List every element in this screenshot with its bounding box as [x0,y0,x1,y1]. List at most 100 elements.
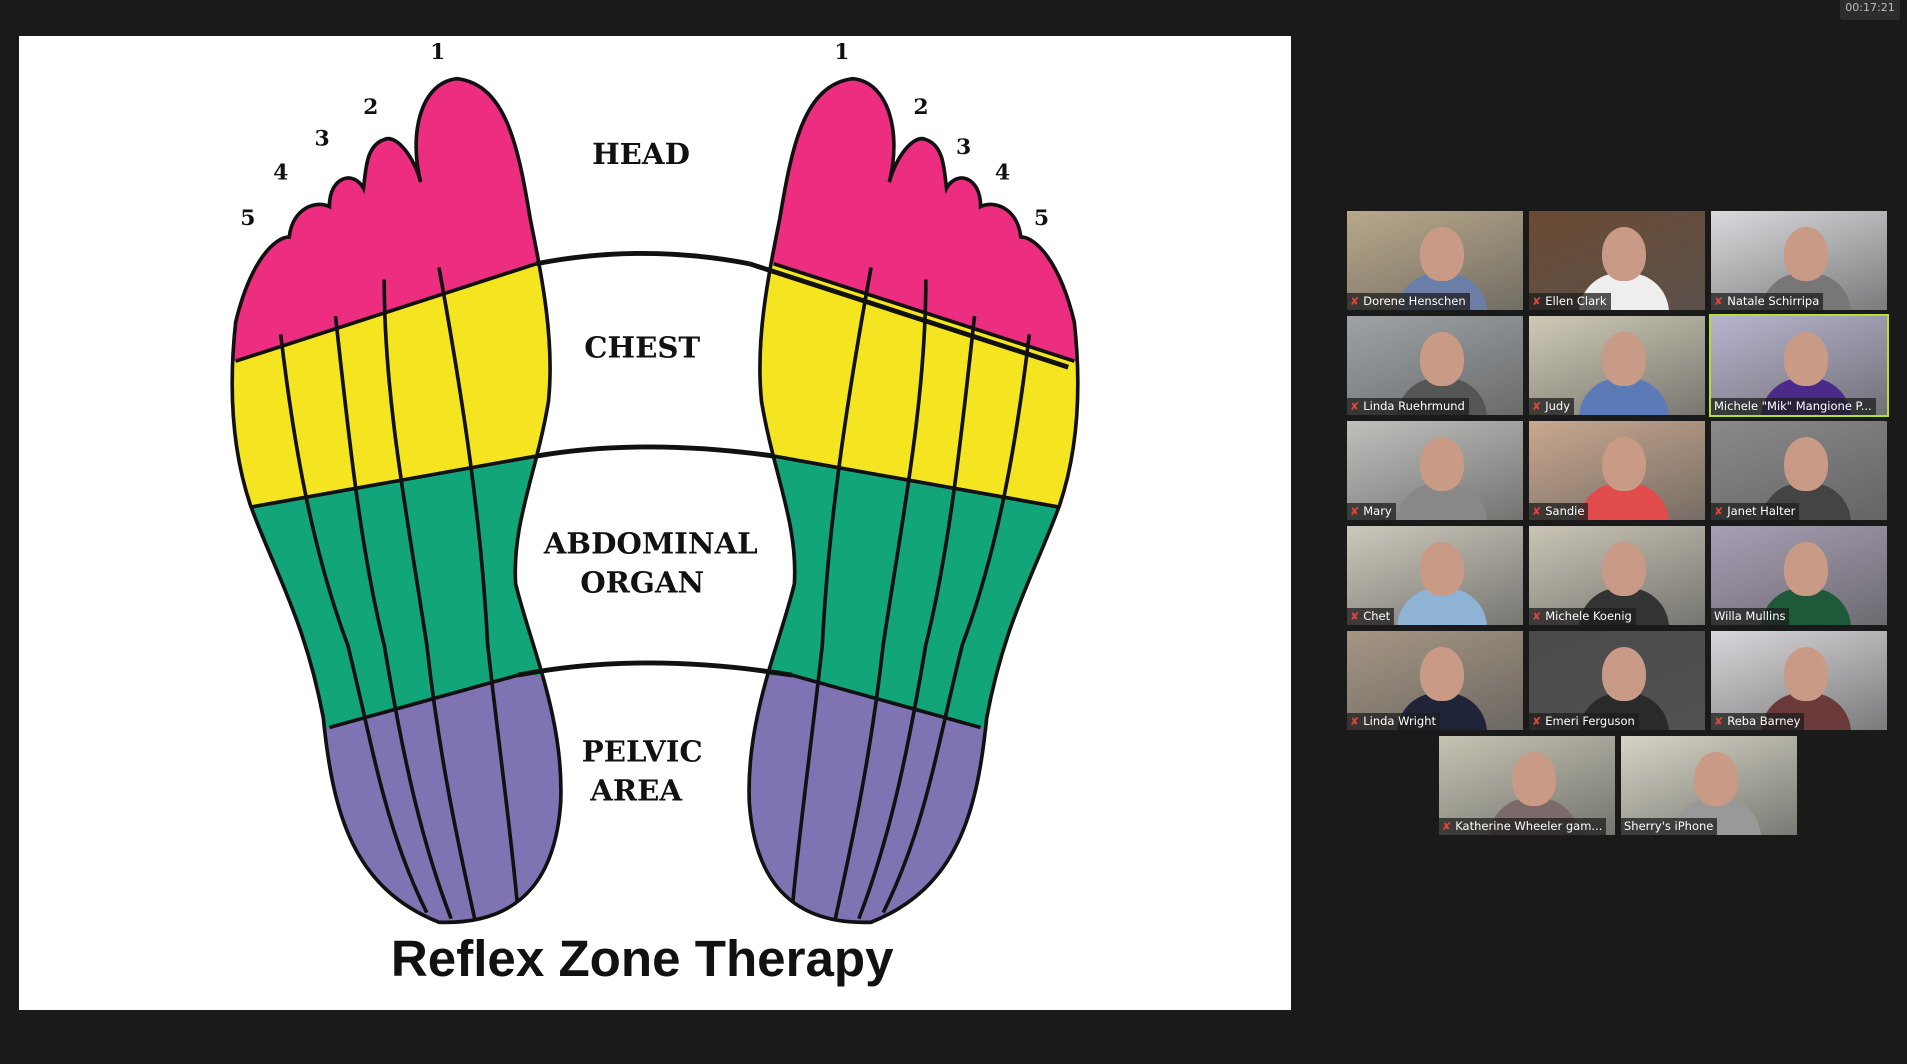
participant-name-plate: ✘ Reba Barney [1711,713,1805,730]
participant-name-plate: Michele "Mik" Mangione P... [1711,398,1876,415]
participant-name: Dorene Henschen [1363,294,1466,308]
participant-face [1602,227,1646,281]
right-foot [719,36,1109,1010]
muted-mic-icon: ✘ [1350,400,1360,413]
participant-face [1420,647,1464,701]
muted-mic-icon: ✘ [1532,295,1542,308]
zone-divider-lines [517,250,1069,678]
participant-name-plate: ✘ Katherine Wheeler gam... [1439,818,1607,835]
participant-face [1784,332,1828,386]
participant-name: Janet Halter [1727,504,1796,518]
participant-tile[interactable]: ✘ Natale Schirripa [1711,211,1887,310]
toe-number-right-4: 4 [995,160,1010,186]
participant-tile[interactable]: Willa Mullins [1711,526,1887,625]
participant-face [1602,542,1646,596]
muted-mic-icon: ✘ [1350,505,1360,518]
participant-name: Mary [1363,504,1392,518]
participant-name-plate: ✘ Michele Koenig [1529,608,1636,625]
muted-mic-icon: ✘ [1532,400,1542,413]
toe-number-right-1: 1 [834,39,849,65]
toe-number-left-1: 1 [430,39,445,65]
shared-screen-slide: HEAD CHEST ABDOMINAL ORGAN PELVIC AREA 1… [19,36,1291,1010]
participant-face [1784,227,1828,281]
participant-name-plate: ✘ Linda Wright [1347,713,1440,730]
muted-mic-icon: ✘ [1532,505,1542,518]
muted-mic-icon: ✘ [1714,505,1724,518]
participant-name-plate: ✘ Judy [1529,398,1575,415]
participant-face [1602,332,1646,386]
participant-name-plate: ✘ Chet [1347,608,1395,625]
participant-face [1784,647,1828,701]
participant-face [1602,437,1646,491]
toe-number-left-3: 3 [314,126,329,152]
left-foot [230,76,563,925]
participant-tile[interactable]: ✘ Ellen Clark [1529,211,1705,310]
participant-name: Reba Barney [1727,714,1801,728]
participant-name-plate: ✘ Natale Schirripa [1711,293,1824,310]
participant-tile[interactable]: ✘ Chet [1347,526,1523,625]
participant-name: Michele Koenig [1545,609,1632,623]
participant-tile[interactable]: ✘ Judy [1529,316,1705,415]
participant-name-plate: ✘ Mary [1347,503,1396,520]
zone-label-area: AREA [589,774,682,808]
participant-tile[interactable]: Michele "Mik" Mangione P... [1709,314,1889,417]
participant-face [1512,752,1556,806]
toe-number-right-3: 3 [956,134,971,160]
participant-tile[interactable]: ✘ Linda Ruehrmund [1347,316,1523,415]
participant-name-plate: Sherry's iPhone [1621,818,1718,835]
participant-name: Judy [1545,399,1571,413]
participant-name-plate: ✘ Linda Ruehrmund [1347,398,1469,415]
participant-name: Ellen Clark [1545,294,1607,308]
participant-tile[interactable]: ✘ Katherine Wheeler gam... [1439,736,1615,835]
participant-name: Willa Mullins [1714,609,1786,623]
zone-label-head: HEAD [592,137,690,171]
participant-name-plate: ✘ Dorene Henschen [1347,293,1470,310]
toe-number-right-2: 2 [913,94,928,120]
muted-mic-icon: ✘ [1350,295,1360,308]
participant-name: Sherry's iPhone [1624,819,1714,833]
zone-label-organ: ORGAN [580,565,704,599]
participant-face [1420,227,1464,281]
participant-face [1420,332,1464,386]
participant-name: Linda Ruehrmund [1363,399,1465,413]
muted-mic-icon: ✘ [1532,715,1542,728]
toe-number-left-2: 2 [363,94,378,120]
zone-label-abdominal: ABDOMINAL [543,526,758,560]
participant-tile[interactable]: ✘ Mary [1347,421,1523,520]
muted-mic-icon: ✘ [1442,820,1452,833]
reflex-zone-diagram: HEAD CHEST ABDOMINAL ORGAN PELVIC AREA 1… [230,36,1291,1010]
participant-face [1602,647,1646,701]
participant-face [1784,437,1828,491]
participant-tile[interactable]: ✘ Emeri Ferguson [1529,631,1705,730]
participant-name: Katherine Wheeler gam... [1455,819,1603,833]
participant-name: Linda Wright [1363,714,1436,728]
participant-tile[interactable]: ✘ Sandie [1529,421,1705,520]
toe-number-right-5: 5 [1034,205,1049,231]
participant-tile[interactable]: ✘ Reba Barney [1711,631,1887,730]
participant-name: Natale Schirripa [1727,294,1820,308]
participant-name-plate: ✘ Sandie [1529,503,1589,520]
muted-mic-icon: ✘ [1350,610,1360,623]
participant-tile[interactable]: ✘ Janet Halter [1711,421,1887,520]
participant-name: Chet [1363,609,1391,623]
zone-label-chest: CHEST [584,330,700,364]
participant-tile[interactable]: ✘ Dorene Henschen [1347,211,1523,310]
participant-name-plate: ✘ Janet Halter [1711,503,1800,520]
participant-name: Emeri Ferguson [1545,714,1635,728]
participant-tile[interactable]: ✘ Michele Koenig [1529,526,1705,625]
participant-tile[interactable]: ✘ Linda Wright [1347,631,1523,730]
participant-face [1784,542,1828,596]
muted-mic-icon: ✘ [1714,715,1724,728]
muted-mic-icon: ✘ [1714,295,1724,308]
participant-tile[interactable]: Sherry's iPhone [1621,736,1797,835]
participant-name-plate: ✘ Emeri Ferguson [1529,713,1639,730]
zone-label-pelvic: PELVIC [582,735,703,769]
muted-mic-icon: ✘ [1532,610,1542,623]
participant-face [1420,542,1464,596]
meeting-timer: 00:17:21 [1840,0,1900,20]
toe-number-left-4: 4 [273,160,288,186]
participant-name-plate: Willa Mullins [1711,608,1790,625]
toe-number-left-5: 5 [240,205,255,231]
participant-name-plate: ✘ Ellen Clark [1529,293,1611,310]
participant-name: Sandie [1545,504,1585,518]
